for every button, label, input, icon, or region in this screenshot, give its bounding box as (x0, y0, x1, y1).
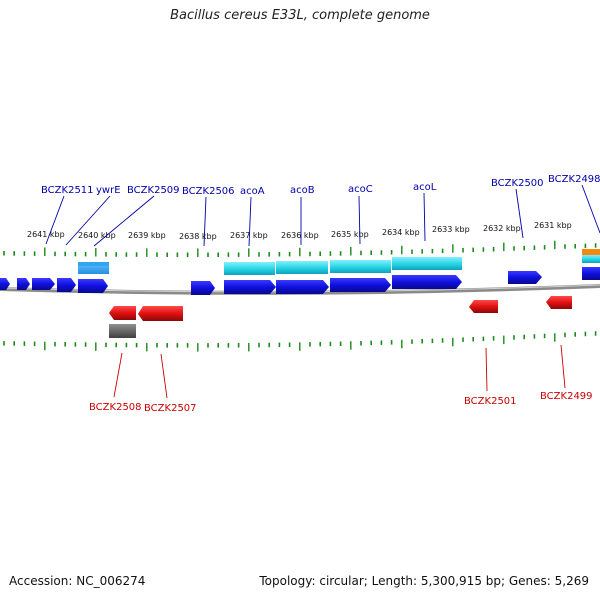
pseudo-feature[interactable] (109, 324, 136, 338)
accession-text: Accession: NC_006274 (9, 574, 146, 588)
forward-gene-arrow[interactable] (582, 267, 600, 280)
forward-gene-arrow[interactable] (508, 271, 542, 284)
rna-feature[interactable] (224, 262, 275, 275)
upper-tick-track (3, 240, 597, 257)
kbp-tick-label: 2631 kbp (534, 221, 572, 230)
rna-feature[interactable] (78, 262, 109, 266)
gene-label-BCZK2506[interactable]: BCZK2506 (182, 186, 235, 197)
kbp-tick-label: 2634 kbp (382, 228, 420, 237)
reverse-gene-arrow-BCZK2501[interactable] (469, 300, 498, 313)
reverse-gene-arrow-BCZK2499[interactable] (546, 296, 572, 309)
forward-gene-arrow-acoC[interactable] (330, 278, 391, 292)
forward-strand-genes (0, 267, 600, 295)
kbp-tick-label: 2637 kbp (230, 231, 268, 240)
orange-feature[interactable] (582, 249, 600, 255)
gene-label-BCZK2500[interactable]: BCZK2500 (491, 178, 544, 189)
forward-gene-arrow[interactable] (78, 279, 108, 293)
forward-gene-arrow-acoA[interactable] (224, 280, 276, 294)
kbp-tick-label: 2638 kbp (179, 232, 217, 241)
genome-title: Bacillus cereus E33L, complete genome (170, 8, 430, 23)
gene-label-BCZK2499[interactable]: BCZK2499 (540, 391, 593, 402)
kbp-tick-label: 2633 kbp (432, 225, 470, 234)
reverse-gene-arrow-BCZK2508[interactable] (109, 306, 136, 320)
gene-label-acoL[interactable]: acoL (413, 182, 437, 193)
rna-feature[interactable] (276, 261, 328, 274)
genome-summary-text: Topology: circular; Length: 5,300,915 bp… (259, 574, 589, 588)
rna-feature[interactable] (392, 257, 462, 270)
kbp-tick-label: 2640 kbp (78, 231, 116, 240)
gene-label-acoC[interactable]: acoC (348, 184, 373, 195)
kbp-tick-label: 2632 kbp (483, 224, 521, 233)
forward-label-leaders (45, 184, 600, 247)
forward-gene-arrow-acoL[interactable] (392, 275, 462, 289)
rna-feature[interactable] (330, 260, 391, 273)
gene-label-BCZK2509[interactable]: BCZK2509 (127, 185, 180, 196)
lower-tick-track (3, 331, 597, 352)
reverse-label-leaders (113, 344, 566, 399)
kbp-tick-label: 2639 kbp (128, 231, 166, 240)
feature-track (78, 249, 600, 275)
forward-gene-arrow[interactable] (0, 278, 10, 290)
gene-label-ywrE[interactable]: ywrE (96, 185, 121, 196)
gene-label-BCZK2498[interactable]: BCZK2498 (548, 174, 600, 185)
kbp-tick-label: 2636 kbp (281, 231, 319, 240)
reverse-gene-arrow-BCZK2507[interactable] (138, 306, 183, 321)
reverse-strand-genes (109, 296, 572, 338)
kbp-tick-label: 2635 kbp (331, 230, 369, 239)
gene-label-acoB[interactable]: acoB (290, 185, 315, 196)
forward-gene-arrow[interactable] (17, 278, 30, 290)
kbp-tick-label: 2641 kbp (27, 230, 65, 239)
gene-label-BCZK2507[interactable]: BCZK2507 (144, 403, 197, 414)
rna-feature[interactable] (582, 255, 600, 263)
gene-label-BCZK2501[interactable]: BCZK2501 (464, 396, 517, 407)
gene-label-BCZK2511[interactable]: BCZK2511 (41, 185, 94, 196)
gene-label-BCZK2508[interactable]: BCZK2508 (89, 402, 142, 413)
forward-gene-arrow-acoB[interactable] (276, 280, 329, 294)
forward-gene-arrow[interactable] (57, 278, 76, 292)
gene-label-acoA[interactable]: acoA (240, 186, 265, 197)
forward-gene-arrow[interactable] (32, 278, 55, 290)
forward-gene-arrow[interactable] (191, 281, 215, 295)
